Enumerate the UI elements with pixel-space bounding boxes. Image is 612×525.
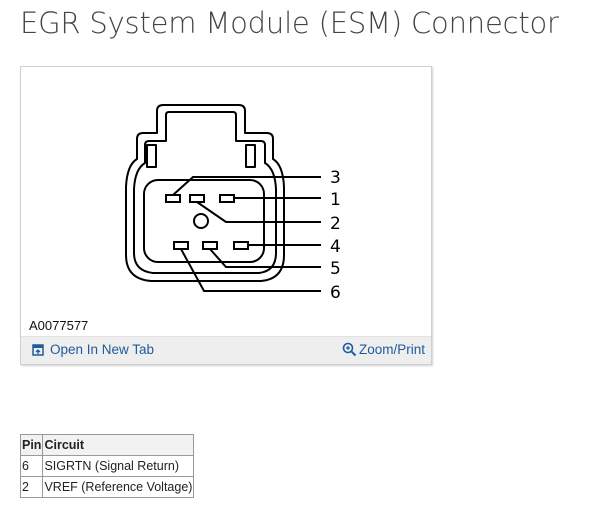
zoom-icon (342, 342, 357, 357)
cell-pin: 2 (19, 476, 44, 498)
connector-diagram: 3 1 2 4 5 6 (125, 104, 341, 303)
figure-id: A0077577 (29, 318, 89, 333)
connector-outer-housing (125, 104, 285, 282)
pin-cavity-2 (189, 194, 205, 203)
pin-label-6: 6 (330, 283, 341, 303)
header-circuit: Circuit (42, 434, 195, 456)
pin-label-4: 4 (330, 237, 341, 257)
key-circle (193, 213, 209, 229)
pin-cavity-1 (219, 194, 235, 203)
cell-circuit: VREF (Reference Voltage) (42, 476, 195, 498)
leader-5 (209, 248, 321, 268)
leader-2 (196, 201, 321, 223)
table-row: 6 SIGRTN (Signal Return) (19, 455, 195, 477)
leader-6 (180, 248, 321, 292)
cell-pin: 6 (19, 455, 44, 477)
pin-cavity-5 (202, 241, 218, 250)
cell-circuit: SIGRTN (Signal Return) (42, 455, 195, 477)
zoom-print-link[interactable]: Zoom/Print (342, 342, 425, 357)
pin-label-2: 2 (330, 214, 341, 234)
figure-footer: Open In New Tab Zoom/Print (21, 336, 431, 364)
zoom-print-label: Zoom/Print (358, 342, 425, 357)
open-new-tab-link[interactable]: Open In New Tab (32, 342, 154, 357)
latch-left (146, 144, 157, 168)
pin-cavity-3 (165, 194, 181, 203)
table-header-row: Pin Circuit (19, 434, 195, 456)
pin-label-3: 3 (330, 168, 341, 188)
table-row: 2 VREF (Reference Voltage) (19, 476, 195, 498)
latch-right (245, 144, 256, 168)
pin-label-1: 1 (330, 190, 341, 210)
open-tab-icon (32, 343, 44, 356)
pin-cavity-4 (233, 241, 249, 250)
pin-circuit-table: Pin Circuit 6 SIGRTN (Signal Return) 2 V… (19, 434, 195, 498)
connector-figure: 3 1 2 4 5 6 A0077577 Open In New Tab Zoo… (20, 66, 432, 365)
leader-3 (172, 176, 321, 196)
pin-cavity-6 (173, 241, 189, 250)
open-new-tab-label: Open In New Tab (50, 342, 155, 357)
connector-inner-housing (133, 111, 277, 274)
pin-label-5: 5 (330, 259, 341, 279)
header-pin: Pin (19, 434, 44, 456)
page-title: EGR System Module (ESM) Connector (20, 6, 559, 40)
